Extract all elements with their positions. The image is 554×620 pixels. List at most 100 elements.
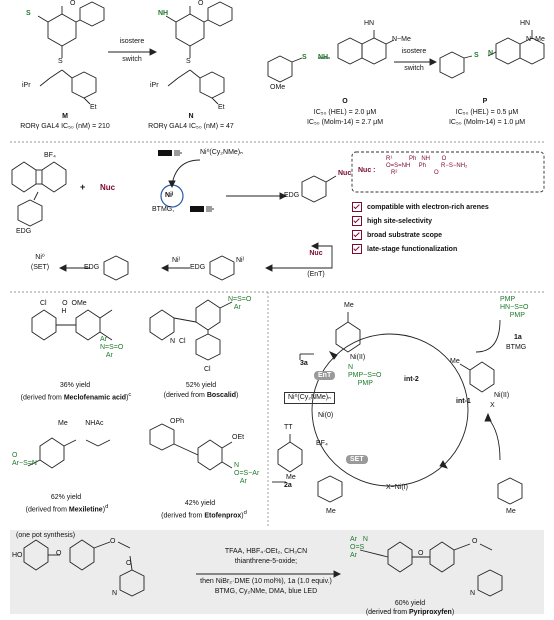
atom-o-n: O	[198, 0, 204, 7]
boscalid-structure	[149, 299, 233, 361]
ex2-sulfoximine: N=S=O Ar	[228, 296, 252, 312]
edg-label-4: EDG	[190, 264, 206, 271]
feature-text: late-stage functionalization	[367, 245, 458, 253]
atom-ome-o: OMe	[270, 84, 286, 91]
cycle-ni2-int1: Ni(II)	[494, 392, 510, 399]
feature-item: compatible with electron-rich arenes	[352, 200, 489, 214]
ent-pill-text: EnT	[314, 371, 336, 380]
nuc-label-1: Nuc	[100, 183, 116, 192]
led-icon-1	[158, 150, 182, 156]
atom-ipr-m: iPr	[22, 82, 31, 89]
compound-o-structure	[267, 30, 395, 83]
aryl-tt-arene	[277, 434, 303, 473]
compound-p-ic50-hel: IC₅₀ (HEL) = 0.5 μM	[455, 109, 519, 116]
checkbox-icon	[352, 230, 362, 240]
substrate-ho: HO	[12, 552, 23, 559]
atom-o-m: O	[70, 0, 76, 7]
compound-o-ic50-molm: IC₅₀ (Molm-14) = 2.7 μM	[306, 119, 384, 126]
substrate-o2: O	[110, 538, 116, 545]
pyriproxyfen-substrate	[23, 539, 145, 597]
nuc-ent-line2: (EnT)	[307, 271, 325, 278]
ex4-prefix: (derived from	[161, 512, 205, 520]
feature-item: broad substrate scope	[352, 228, 489, 242]
compound-o-label: O	[342, 98, 348, 105]
cycle-3a-label: 3a	[300, 360, 308, 367]
ni-circle-label: Niᴵ	[165, 192, 174, 199]
compound-m-label: M	[62, 113, 68, 120]
ex1-derived: (derived from Meclofenamic acid)c	[20, 392, 132, 402]
cycle-set-pill: SET	[346, 448, 368, 466]
pyriproxyfen-product	[359, 541, 503, 597]
nuc-ent-line1: Nuc	[309, 250, 323, 257]
checkbox-icon	[352, 244, 362, 254]
etofenprox-structure	[149, 423, 233, 471]
ex3-drug: Mexiletine	[68, 506, 103, 514]
ex1-substituents: Cl O OMe H	[40, 300, 87, 316]
aryl-radical-arene-2	[497, 477, 523, 505]
ex4-oet-label: OEt	[232, 434, 245, 441]
checkbox-icon	[352, 202, 362, 212]
isostere-1-line2: switch	[122, 56, 142, 63]
compound-o-ic50-hel: IC₅₀ (HEL) = 2.0 μM	[313, 109, 377, 116]
nuc-legend-box	[351, 151, 545, 193]
meclofenamic-structure	[31, 309, 113, 341]
ex1-yield: 36% yield	[59, 382, 91, 389]
cycle-me-top: Me	[344, 302, 354, 309]
cycle-me-int1: Me	[450, 358, 460, 365]
catalytic-cycle-ring	[311, 333, 469, 487]
atom-s-m2: S	[58, 58, 63, 65]
atom-s-p: S	[474, 52, 479, 59]
onepot-label: (one pot synthesis)	[16, 532, 76, 539]
int2-arene	[335, 312, 361, 353]
ex2-drug: Boscalid	[206, 392, 237, 399]
substrate-o1: O	[56, 550, 62, 557]
ex1-drug: Meclofenamic acid	[63, 394, 127, 402]
checkbox-icon	[352, 216, 362, 226]
bf4-label-1: BF₄	[44, 152, 56, 159]
cycle-xni1-label: X−Ni(I)	[386, 484, 408, 491]
pmp-d: PMP	[509, 312, 525, 320]
edg-label-1: EDG	[16, 228, 32, 235]
atom-n-p: N	[488, 50, 494, 57]
cycle-bf4-label: BF₄	[316, 440, 328, 447]
feature-text: compatible with electron-rich arenes	[367, 203, 489, 211]
atom-et-m: Et	[90, 104, 97, 111]
cycle-int2-label: int-2	[404, 376, 419, 383]
ex2-cl-label: N Cl	[170, 338, 186, 345]
pmp-c: PMP	[500, 296, 516, 303]
ni-i-arene-label: Niᴵ	[236, 257, 244, 264]
bottom-yield: 60% yield	[394, 600, 426, 607]
nuc-legend-label: Nuc :	[358, 167, 376, 174]
feature-text: high site-selectivity	[367, 217, 432, 225]
atom-hn-o: HN	[364, 20, 375, 27]
ex2-prefix: (derived from	[163, 392, 207, 399]
bottom-drug: Pyriproxyfen	[409, 609, 452, 616]
bottom-prefix: (derived from	[365, 609, 410, 616]
onepot-panel-bg	[10, 530, 544, 614]
product-o2: O	[472, 538, 478, 545]
pmp-b: PMP	[357, 380, 373, 388]
cycle-tt-label: TT	[284, 424, 293, 431]
atom-hn-p: HN	[520, 20, 531, 27]
atom-ipr-n: iPr	[150, 82, 159, 89]
ex2-cl2-label: Cl	[204, 366, 211, 373]
ni0-set-line1: Ni⁰	[35, 254, 45, 261]
condition-line-4: BTMG, Cy₂NMe, DMA, blue LED	[214, 588, 318, 595]
thianthrenium-structure	[11, 161, 67, 227]
compound-m-structure	[37, 1, 105, 105]
compound-n-structure	[165, 1, 233, 105]
ni0-set-line2: (SET)	[30, 264, 50, 271]
compound-n-activity: RORγ GAL4 IC₅₀ (nM) = 47	[148, 123, 234, 130]
atom-et-n: Et	[218, 104, 225, 111]
edg-label-2: EDG	[284, 192, 300, 199]
cycle-ni0-label: Ni(0)	[318, 412, 334, 419]
mexiletine-structure	[27, 437, 111, 469]
cycle-int1-label: int-1	[456, 398, 471, 405]
ex4-sup: d	[243, 510, 247, 516]
atom-nh-n: NH	[158, 10, 169, 17]
